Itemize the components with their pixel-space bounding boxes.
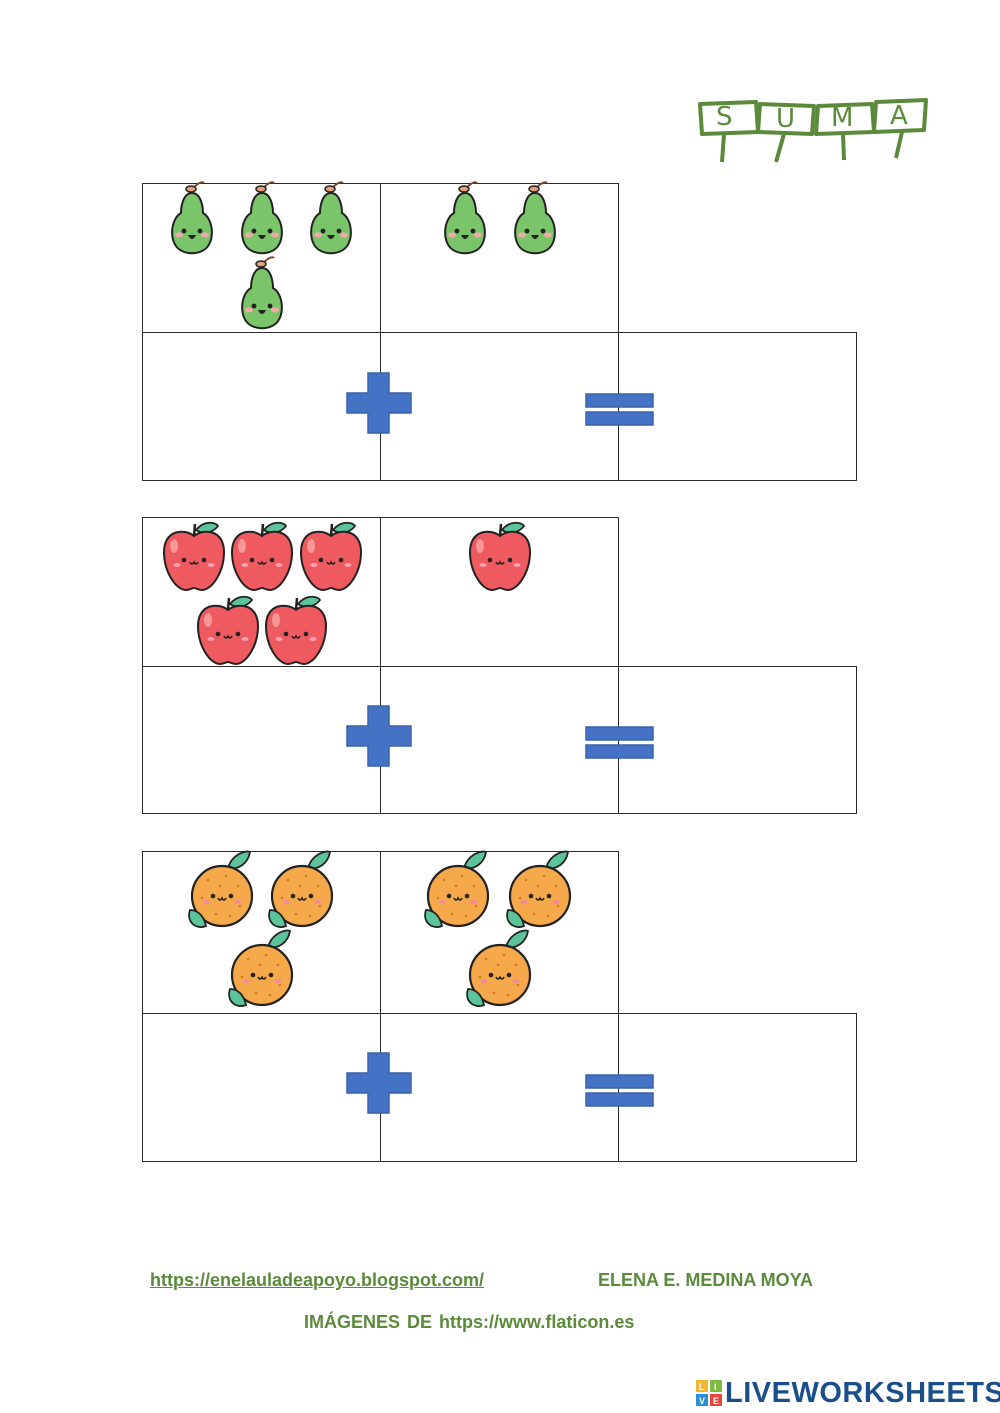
orange-icon bbox=[506, 850, 572, 928]
answer-box-first-addend[interactable] bbox=[142, 666, 381, 814]
answer-box-sum[interactable] bbox=[618, 1013, 857, 1162]
author-name: ELENA E. MEDINA MOYA bbox=[598, 1270, 814, 1290]
pear-icon bbox=[310, 181, 352, 255]
svg-text:I: I bbox=[714, 1382, 717, 1392]
plus-sign-icon bbox=[346, 1052, 412, 1119]
liveworksheets-logo-icon: L I V E bbox=[696, 1380, 722, 1406]
title-letter-2: U bbox=[776, 104, 796, 134]
orange-icon bbox=[228, 929, 294, 1007]
pear-icon bbox=[171, 181, 213, 255]
title-letter-4: A bbox=[890, 101, 908, 131]
blog-link[interactable]: https://enelauladeapoyo.blogspot.com/ bbox=[150, 1270, 485, 1290]
pear-icon bbox=[241, 181, 283, 255]
equals-sign-icon bbox=[585, 393, 655, 432]
plus-shape bbox=[346, 705, 412, 767]
pear-icon bbox=[514, 181, 556, 255]
answer-box-sum[interactable] bbox=[618, 332, 857, 481]
svg-text:V: V bbox=[699, 1396, 705, 1406]
sign-posts-icon bbox=[698, 98, 928, 163]
answer-box-second-addend[interactable] bbox=[380, 666, 619, 814]
plus-shape bbox=[346, 372, 412, 434]
orange-icon bbox=[466, 929, 532, 1007]
equals-shape bbox=[585, 393, 654, 426]
apple-icon bbox=[196, 595, 260, 666]
svg-text:L: L bbox=[699, 1382, 705, 1392]
equals-sign-icon bbox=[585, 1074, 655, 1113]
liveworksheets-brand[interactable]: L I V E LIVEWORKSHEETS bbox=[696, 1376, 1000, 1410]
answer-box-sum[interactable] bbox=[618, 666, 857, 814]
apple-icon bbox=[299, 521, 363, 592]
pear-icon bbox=[444, 181, 486, 255]
svg-text:E: E bbox=[713, 1396, 719, 1406]
answer-box-second-addend[interactable] bbox=[380, 1013, 619, 1162]
title-letter-1: S bbox=[716, 102, 733, 132]
answer-box-first-addend[interactable] bbox=[142, 1013, 381, 1162]
answer-box-first-addend[interactable] bbox=[142, 332, 381, 481]
title-letter-3: M bbox=[831, 103, 854, 133]
apple-icon bbox=[468, 521, 532, 592]
equals-shape bbox=[585, 1074, 654, 1107]
equals-shape bbox=[585, 726, 654, 759]
plus-shape bbox=[346, 1052, 412, 1114]
orange-icon bbox=[424, 850, 490, 928]
plus-sign-icon bbox=[346, 372, 412, 439]
apple-icon bbox=[230, 521, 294, 592]
brand-name: LIVEWORKSHEETS bbox=[725, 1376, 1000, 1409]
image-credit: IMÁGENES DE https://www.flaticon.es bbox=[304, 1312, 635, 1332]
pear-icon bbox=[241, 256, 283, 330]
answer-box-second-addend[interactable] bbox=[380, 332, 619, 481]
equals-sign-icon bbox=[585, 726, 655, 765]
orange-icon bbox=[268, 850, 334, 928]
suma-title: S U M A bbox=[696, 96, 930, 166]
orange-icon bbox=[188, 850, 254, 928]
apple-icon bbox=[162, 521, 226, 592]
plus-sign-icon bbox=[346, 705, 412, 772]
apple-icon bbox=[264, 595, 328, 666]
